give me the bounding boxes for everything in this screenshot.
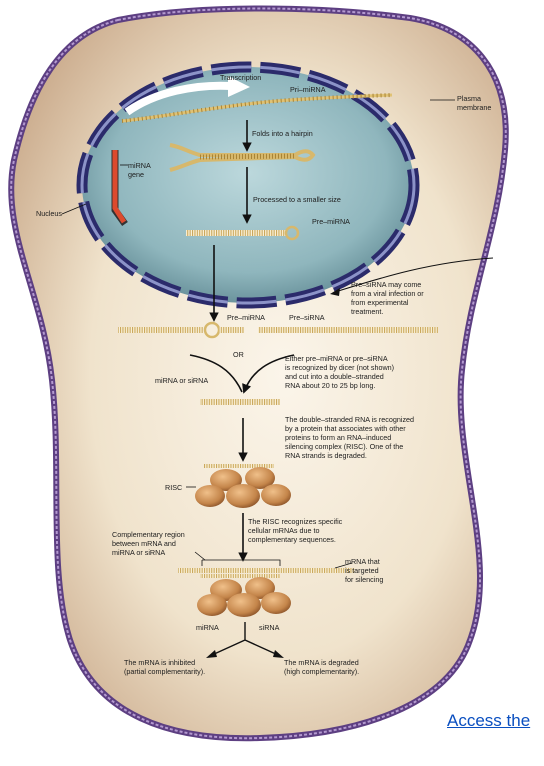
complementary-bracket — [201, 559, 281, 566]
nuclear-envelope-inner — [80, 65, 416, 305]
hairpin — [169, 143, 316, 172]
nucleus-leader — [61, 203, 87, 215]
risc-protein — [226, 484, 260, 508]
label-pri-mirna: Pri–miRNA — [290, 85, 326, 94]
pre-mirna-cyto-right — [219, 327, 244, 333]
risc-protein — [227, 593, 261, 617]
pre-sirna-source-line — [334, 257, 494, 293]
converge-arrow-left — [189, 354, 243, 393]
risc-complex — [195, 464, 291, 508]
label-risc: RISC — [165, 483, 183, 492]
short-dsrna — [200, 399, 280, 405]
label-risc-text: The double–stranded RNA is recognized by… — [285, 415, 415, 460]
label-mirna-gene: miRNA gene — [128, 161, 151, 179]
label-processed: Processed to a smaller size — [253, 195, 341, 204]
pre-mirna-nucleus-loop — [284, 225, 300, 241]
risc-protein — [210, 469, 242, 491]
risc-protein — [261, 592, 291, 614]
pri-mirna-strand — [121, 93, 393, 123]
risc-protein — [245, 577, 275, 599]
label-dicer-text: Either pre–miRNA or pre–siRNA is recogni… — [285, 354, 395, 390]
pre-mirna-nucleus — [186, 230, 286, 236]
label-plasma-membrane: Plasma membrane — [457, 94, 492, 112]
label-transcription: Transcription — [220, 73, 262, 82]
pre-mirna-cyto — [118, 327, 203, 333]
risc-strand — [204, 464, 274, 468]
mirna-gene-red — [112, 150, 127, 224]
branch-arrows — [211, 622, 279, 656]
access-link[interactable]: Access the — [447, 711, 531, 730]
label-pre-sirna: Pre–siRNA — [289, 313, 325, 322]
branch-arrowhead-right — [273, 650, 284, 658]
label-pre-sirna-source: Pre–siRNA may come from a viral infectio… — [351, 280, 424, 316]
branch-arrowhead-left — [206, 650, 217, 658]
nucleus — [82, 67, 414, 303]
risc-protein — [245, 467, 275, 489]
label-folds-hairpin: Folds into a hairpin — [252, 129, 313, 138]
pre-sirna-source-arrowhead — [330, 288, 340, 296]
bound-strand — [200, 574, 280, 578]
risc-protein — [197, 594, 227, 616]
target-mrna — [178, 568, 354, 573]
mrna-leader — [334, 562, 353, 569]
hairpin-ticks — [199, 153, 296, 160]
label-or: OR — [233, 350, 244, 359]
pre-sirna-cyto — [258, 327, 438, 333]
label-mirna: miRNA — [196, 623, 219, 632]
label-mrna-targeted: mRNA that is targeted for silencing — [345, 557, 384, 584]
label-risc-recognizes: The RISC recognizes specific cellular mR… — [248, 517, 343, 544]
label-sirna: siRNA — [259, 623, 280, 632]
transcription-arrowhead — [228, 76, 250, 97]
label-mirna-or-sirna: miRNA or siRNA — [155, 376, 209, 385]
label-degraded: The mRNA is degraded (high complementari… — [284, 658, 360, 676]
bound-risc — [197, 577, 291, 617]
label-nucleus: Nucleus — [36, 209, 62, 218]
transcription-arrow — [124, 81, 233, 116]
complementary-leader — [194, 551, 206, 561]
plasma-membrane — [10, 7, 507, 740]
label-complementary-region: Complementary region between mRNA and mi… — [112, 530, 185, 557]
risc-protein — [261, 484, 291, 506]
label-pre-mirna-nucleus: Pre–miRNA — [312, 217, 350, 226]
label-inhibited: The mRNA is inhibited (partial complemen… — [124, 658, 206, 676]
label-pre-mirna-cyto: Pre–miRNA — [227, 313, 265, 322]
converge-arrow-right — [242, 354, 295, 394]
risc-protein — [195, 485, 225, 507]
